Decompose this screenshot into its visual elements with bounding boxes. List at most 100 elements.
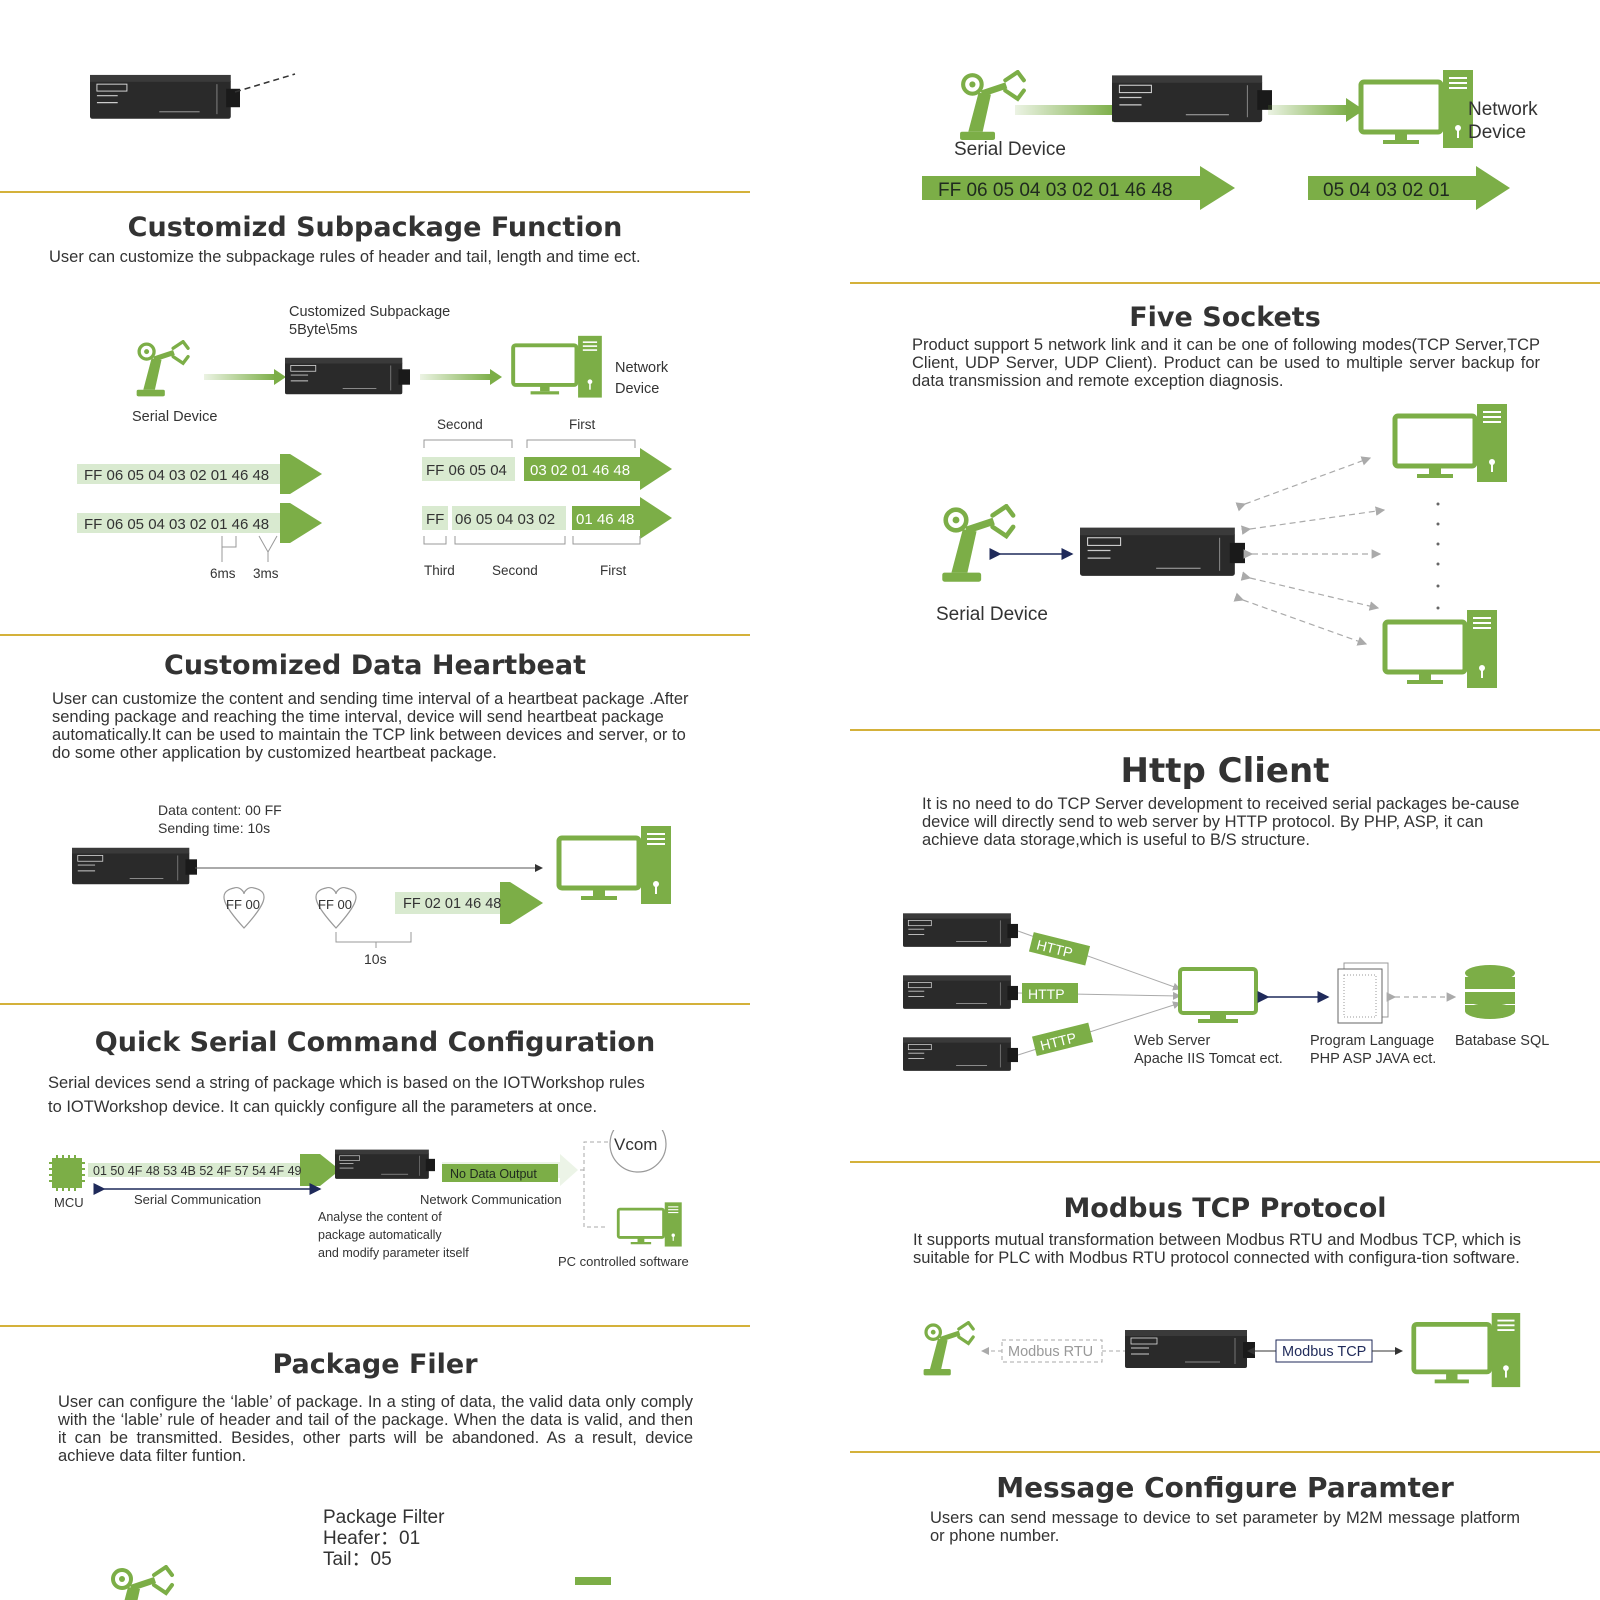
top-device-fragment — [90, 73, 296, 120]
database-label: Batabase SQL — [1455, 1033, 1549, 1049]
device-image — [903, 912, 1018, 948]
modbus-diagram: Modbus RTU Modbus TCP — [922, 1313, 1600, 1413]
packet-text: FF 06 05 04 03 02 01 46 48 — [84, 467, 269, 484]
section-description: It supports mutual transformation betwee… — [913, 1231, 1522, 1267]
flow-arrow-head — [1346, 98, 1364, 122]
packet-text: 01 50 4F 48 53 4B 52 4F 57 54 4F 49 — [93, 1164, 302, 1178]
network-device-icon — [513, 336, 602, 398]
subpackage-diagram: Customized Subpackage 5Byte\5ms Serial D… — [77, 304, 672, 581]
http-tag-label: HTTP — [1028, 986, 1065, 1002]
web-server-line2: Apache IIS Tomcat ect. — [1134, 1051, 1283, 1067]
serial-device-label: Serial Device — [936, 604, 1048, 625]
packet-out-text: 05 04 03 02 01 — [1323, 180, 1450, 201]
section-divider — [850, 282, 1600, 284]
packet-arrow-tip — [280, 454, 322, 494]
section-description: Serial devices send a string of package … — [48, 1071, 748, 1119]
section-divider — [0, 1003, 750, 1005]
document-icon — [1337, 962, 1389, 1024]
section-divider — [850, 1161, 1600, 1163]
left-column: Customizd Subpackage Function User can c… — [0, 0, 750, 1600]
packet-arrow — [1308, 166, 1510, 210]
segment — [452, 506, 566, 530]
section-divider — [0, 634, 750, 636]
section-description: Product support 5 network link and it ca… — [912, 336, 1540, 390]
modbus-rtu-label: Modbus RTU — [1008, 1344, 1093, 1360]
package-filter-section: Package Filer User can configure the ‘la… — [0, 1327, 750, 1600]
sending-time-label: Sending time: 10s — [158, 820, 270, 836]
heartbeat-diagram: Data content: 00 FF Sending time: 10s FF… — [72, 802, 750, 967]
section-title: Quick Serial Command Configuration — [94, 1027, 656, 1058]
segment-text: 03 02 01 46 48 — [530, 462, 630, 479]
segment-text: FF — [426, 511, 444, 528]
pc-software-label: PC controlled software — [558, 1254, 689, 1269]
section-title: Customizd Subpackage Function — [127, 212, 623, 243]
device-image — [1125, 1329, 1255, 1369]
flow-arrow-head — [490, 369, 502, 385]
segment-arrow — [524, 448, 672, 490]
network-device-label1: Network — [615, 360, 669, 376]
device-image — [72, 847, 197, 885]
program-line2: PHP ASP JAVA ect. — [1310, 1051, 1436, 1067]
packet-text: FF 06 05 04 03 02 01 46 48 — [84, 516, 269, 533]
no-data-label: No Data Output — [450, 1167, 537, 1181]
section-divider — [0, 1325, 750, 1327]
section-divider — [850, 1451, 1600, 1453]
heart-text: FF 00 — [226, 897, 260, 912]
heartbeat-section: Customized Data Heartbeat User can custo… — [0, 636, 750, 1006]
packet-arrow-tip — [300, 1154, 340, 1186]
database-icon — [1465, 965, 1515, 1019]
packet-arrow — [922, 166, 1235, 210]
section-title: Modbus TCP Protocol — [1063, 1193, 1387, 1224]
flow-arrow — [204, 374, 276, 380]
modbus-section: Modbus TCP Protocol It supports mutual t… — [850, 1163, 1600, 1443]
device-image — [285, 357, 410, 395]
gap-3ms: 3ms — [253, 566, 279, 581]
http-tag — [1031, 1022, 1094, 1057]
network-device-icon — [1361, 70, 1473, 148]
http-client-section: Http Client It is no need to do TCP Serv… — [850, 731, 1600, 1161]
ellipsis-dots — [1436, 502, 1440, 610]
section-description: User can customize the subpackage rules … — [49, 248, 641, 266]
caption-line2: 5Byte\5ms — [289, 322, 358, 338]
vcom-icon — [609, 1130, 667, 1173]
device-image — [335, 1149, 435, 1180]
mcu-chip-icon — [52, 1158, 82, 1188]
robot-icon — [942, 506, 1013, 581]
server-icon — [1395, 404, 1507, 482]
flow-arrow — [1268, 105, 1348, 115]
http-diagram: HTTP HTTP HTTP Web Server Apache IIS Tom… — [903, 912, 1549, 1072]
server-icon — [1385, 610, 1497, 688]
device-image — [1080, 526, 1245, 577]
server-icon — [559, 826, 671, 904]
serial-comm-label: Serial Communication — [134, 1192, 261, 1207]
section-title: Customized Data Heartbeat — [164, 650, 586, 681]
section-description: It is no need to do TCP Server developme… — [922, 795, 1520, 849]
flow-arrow — [1015, 105, 1115, 115]
section-divider — [850, 729, 1600, 731]
device-image — [903, 1036, 1018, 1072]
pc-icon-fragment — [575, 1577, 611, 1585]
vcom-label: Vcom — [614, 1135, 657, 1154]
http-tag — [1028, 932, 1091, 966]
http-tag — [1022, 983, 1078, 1003]
right-column: Serial Device Network Device FF 06 05 04… — [850, 0, 1600, 1600]
robot-icon — [135, 340, 190, 398]
segment-text: FF 06 05 04 — [426, 462, 507, 479]
web-server-line1: Web Server — [1134, 1033, 1210, 1049]
gap-6ms: 6ms — [210, 566, 236, 581]
heart-icon — [223, 887, 265, 929]
packet-arrow — [88, 1154, 340, 1186]
section-divider — [0, 191, 750, 193]
modbus-tcp-label: Modbus TCP — [1282, 1344, 1366, 1360]
no-data-badge — [442, 1164, 558, 1182]
description-line1: Serial devices send a string of package … — [48, 1074, 645, 1092]
packet-arrow — [77, 454, 322, 494]
device-image — [90, 74, 240, 120]
segment — [422, 506, 448, 530]
filter-diagram-fragment — [108, 1565, 611, 1600]
pc-icon — [616, 1202, 684, 1248]
packet-text: FF 02 01 46 48 — [403, 896, 501, 912]
server-icon — [1414, 1313, 1520, 1387]
robot-icon — [922, 1321, 975, 1377]
serial-device-label: Serial Device — [132, 409, 217, 425]
